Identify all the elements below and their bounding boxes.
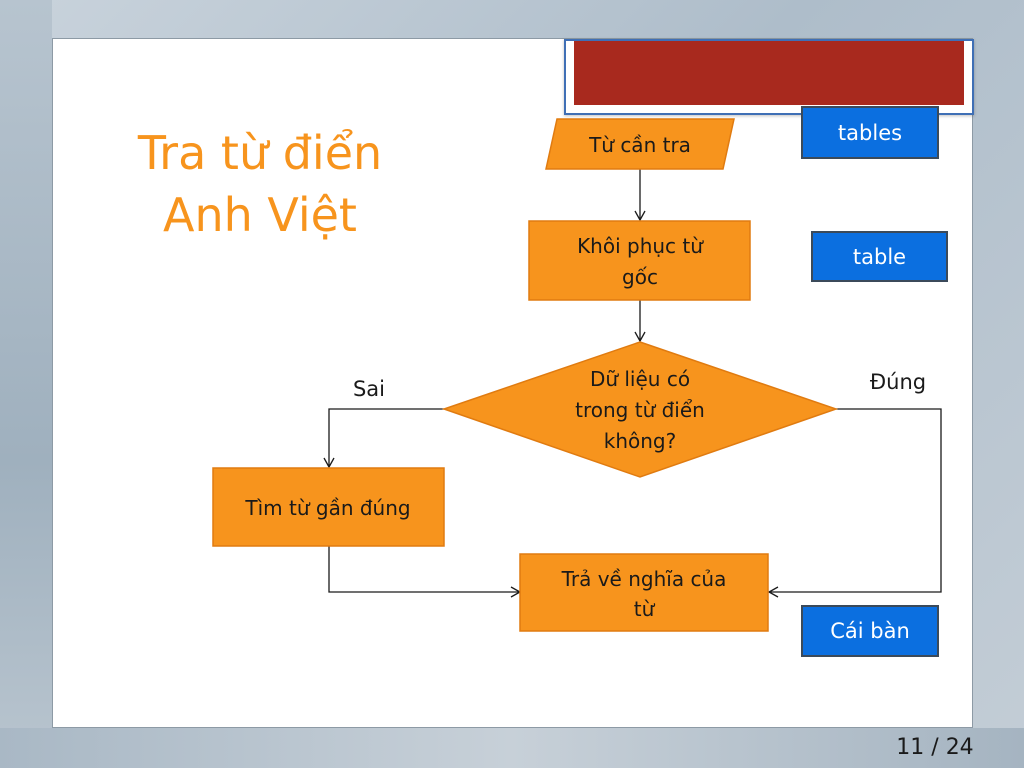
header-banner-fill — [574, 41, 964, 105]
node-stem-label-line2: gốc — [622, 265, 658, 289]
node-stem: Khôi phục từ gốc — [528, 220, 751, 301]
connector-decision-true — [767, 408, 942, 598]
node-input-shape — [545, 118, 735, 170]
node-fuzzy-shape — [212, 467, 445, 547]
slide-title-line2: Anh Việt — [163, 188, 357, 242]
node-input-label: Từ cần tra — [588, 133, 691, 157]
tag-table: table — [811, 231, 948, 282]
connector-fuzzy-to-output — [328, 546, 522, 598]
page-number: 11 / 24 — [896, 735, 974, 760]
node-fuzzy-label: Tìm từ gần đúng — [244, 496, 410, 520]
node-decision-label-line1: Dữ liệu có — [590, 367, 690, 391]
node-decision-shape — [441, 341, 839, 478]
slide-title: Tra từ điển Anh Việt — [100, 122, 420, 246]
branch-label-false: Sai — [353, 377, 385, 401]
branch-label-true: Đúng — [870, 370, 926, 394]
tag-tables: tables — [801, 106, 939, 159]
background-strip-bottom — [0, 728, 1024, 768]
node-output-label-line1: Trả về nghĩa của — [561, 567, 727, 591]
connector-decision-false — [323, 408, 444, 469]
tag-cai-ban: Cái bàn — [801, 605, 939, 657]
node-stem-shape — [528, 220, 751, 301]
node-stem-label-line1: Khôi phục từ — [577, 234, 704, 258]
node-output: Trả về nghĩa của từ — [519, 553, 769, 632]
slide-title-line1: Tra từ điển — [137, 126, 383, 180]
node-decision-label-line3: không? — [604, 429, 676, 453]
node-input: Từ cần tra — [545, 118, 735, 170]
header-banner — [564, 39, 974, 115]
background-strip-left — [0, 0, 52, 768]
node-output-label-line2: từ — [634, 597, 656, 621]
node-decision: Dữ liệu có trong từ điển không? — [441, 341, 839, 478]
node-fuzzy: Tìm từ gần đúng — [212, 467, 445, 547]
node-decision-label-line2: trong từ điển — [575, 398, 705, 422]
node-output-shape — [519, 553, 769, 632]
